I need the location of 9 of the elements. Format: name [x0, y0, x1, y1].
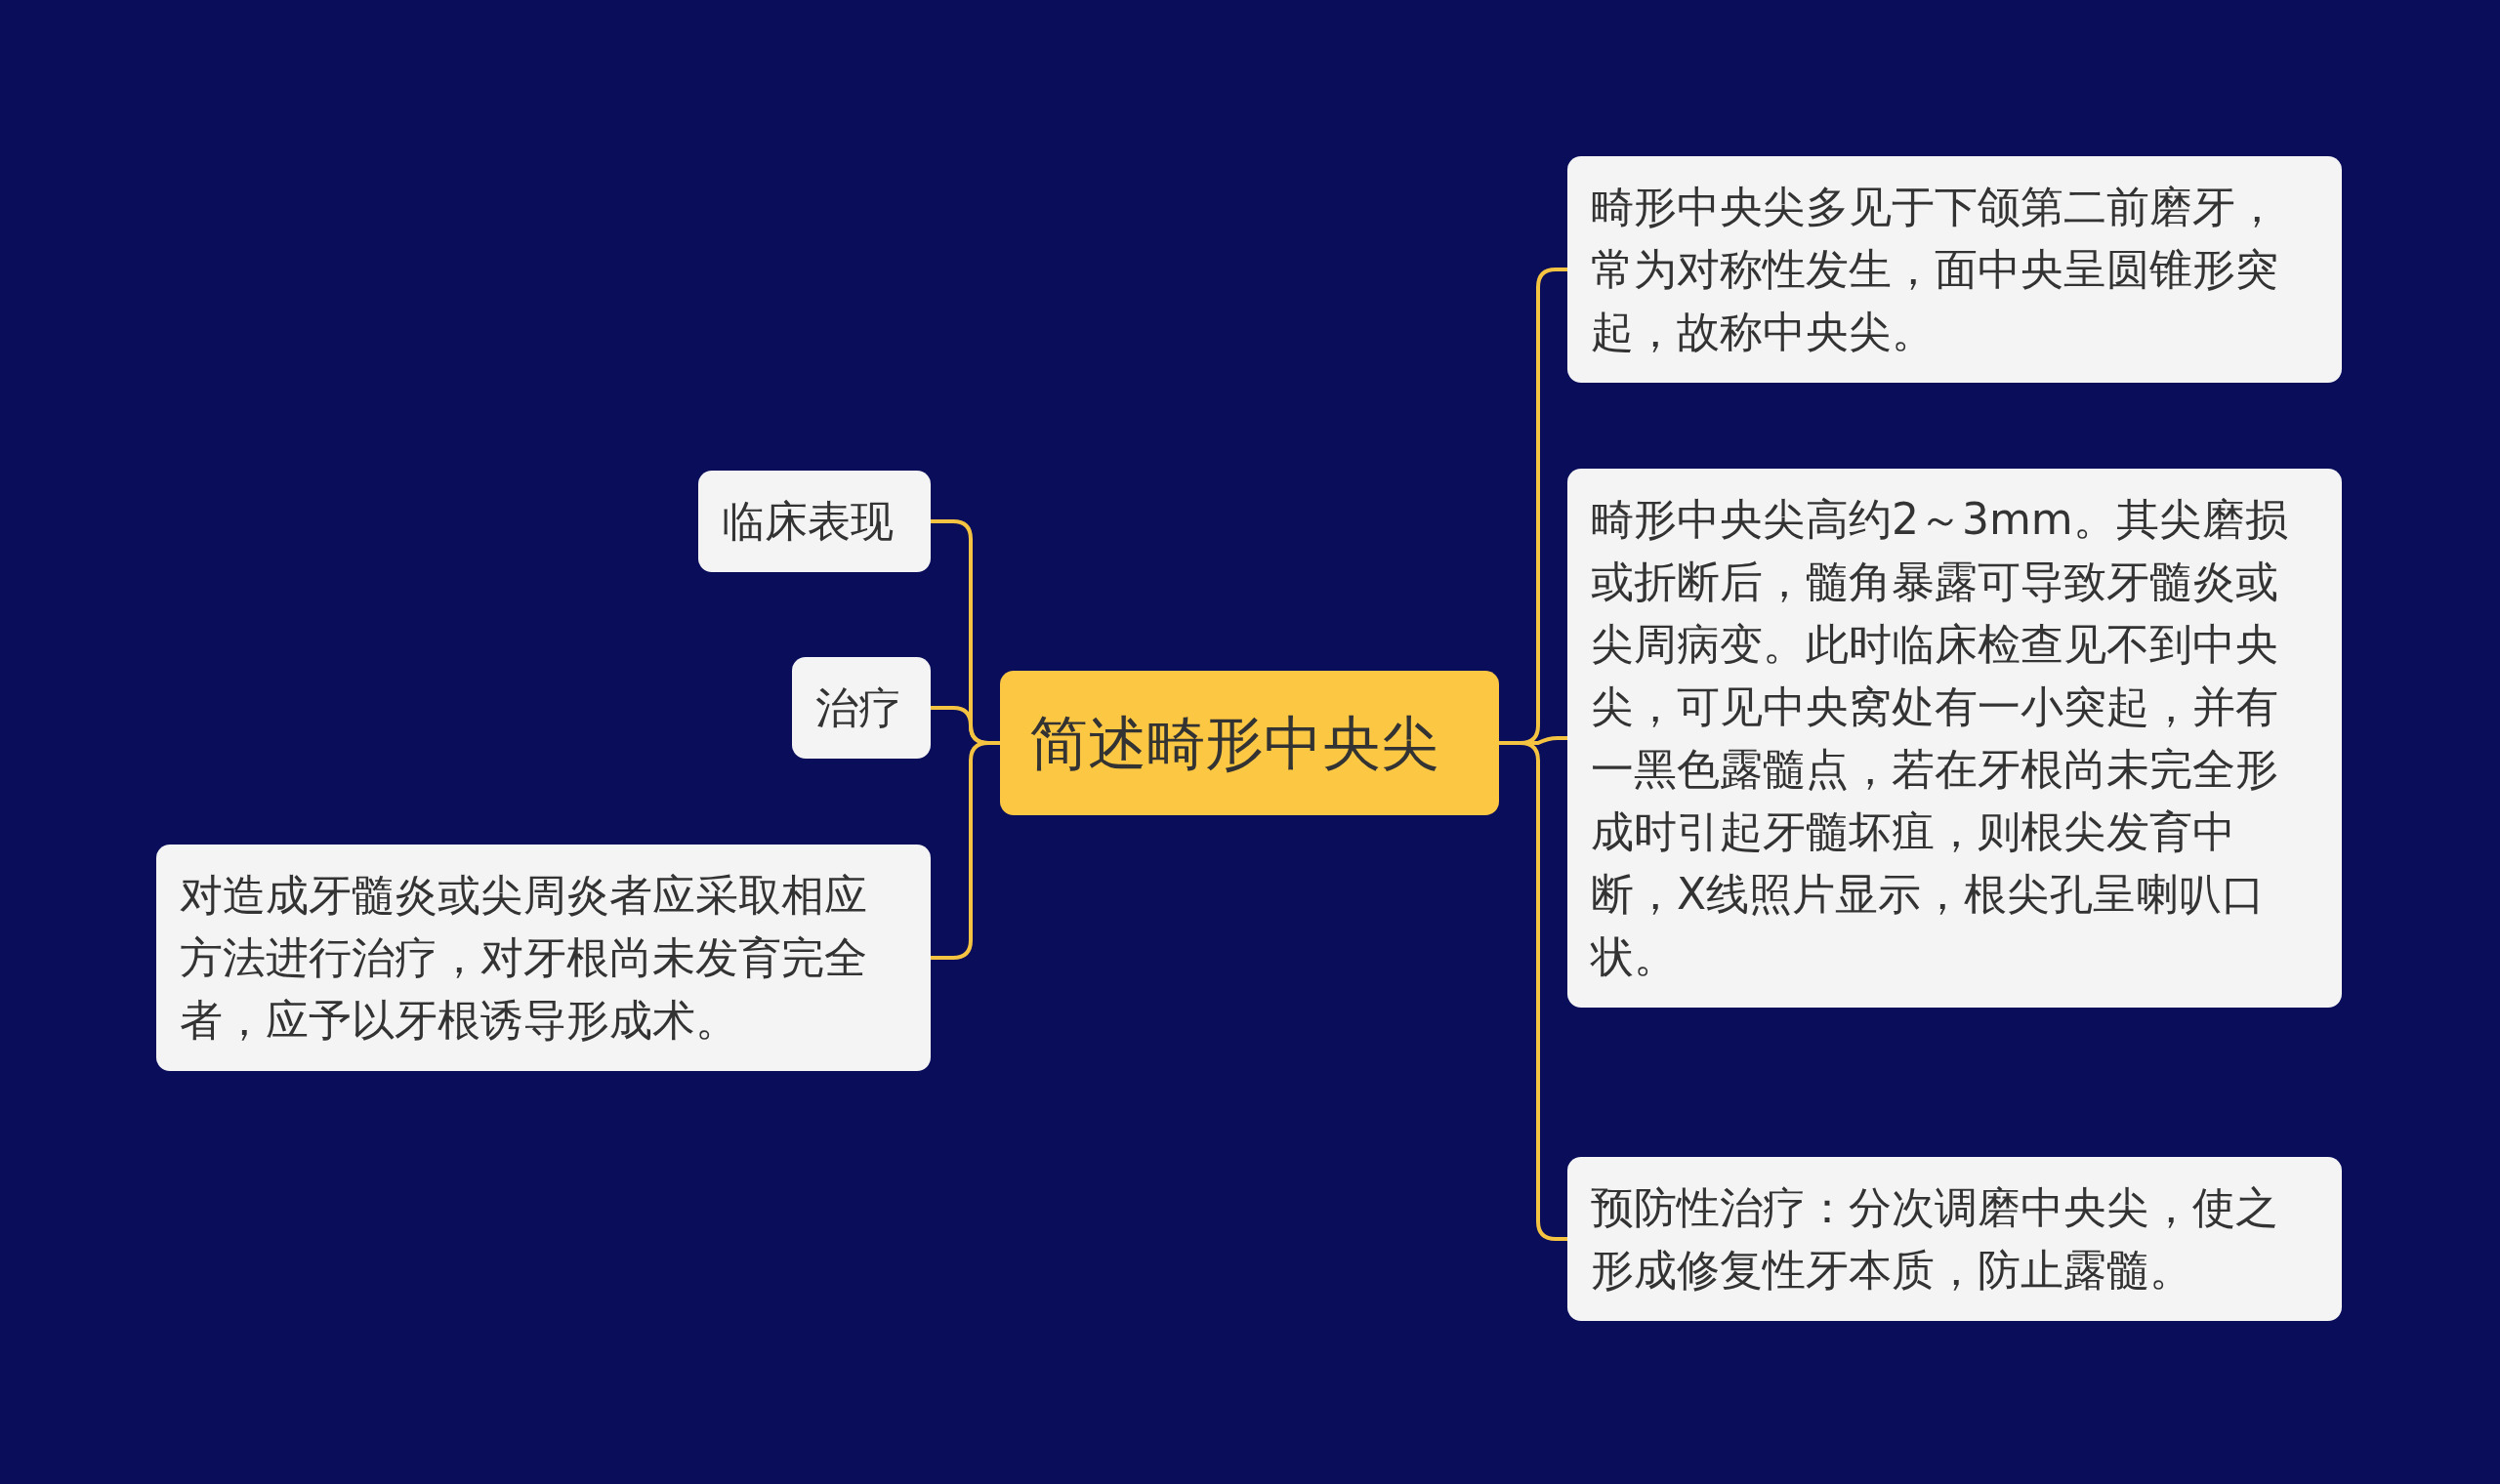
- connector-line: [931, 741, 1000, 960]
- topic-box: 预防性治疗：分次调磨中央尖，使之形成修复性牙本质，防止露髓。: [1567, 1157, 2342, 1321]
- topic-box: 临床表现: [698, 471, 931, 572]
- topic-box: 对造成牙髓炎或尖周炎者应采取相应方法进行治疗，对牙根尚未发育完全者，应予以牙根诱导形成术。: [156, 845, 931, 1071]
- central-topic-box: 简述畸形中央尖: [1000, 671, 1499, 815]
- topic-box: 畸形中央尖多见于下颌第二前磨牙，常为对称性发生，面中央呈圆锥形突起，故称中央尖。: [1567, 156, 2342, 383]
- connector-line: [1499, 741, 1567, 1241]
- topic-box: 治疗: [792, 657, 931, 759]
- topic-box: 畸形中央尖高约2～3mm。其尖磨损或折断后，髓角暴露可导致牙髓炎或尖周病变。此时临床检查见不到中央尖，可见中央窝处有一小突起，并有一黑色露髓点，若在牙根尚未完全形成时引起牙髓坏疽，则根尖发育中断，X线照片显示，根尖孔呈喇叭口状。: [1567, 469, 2342, 1008]
